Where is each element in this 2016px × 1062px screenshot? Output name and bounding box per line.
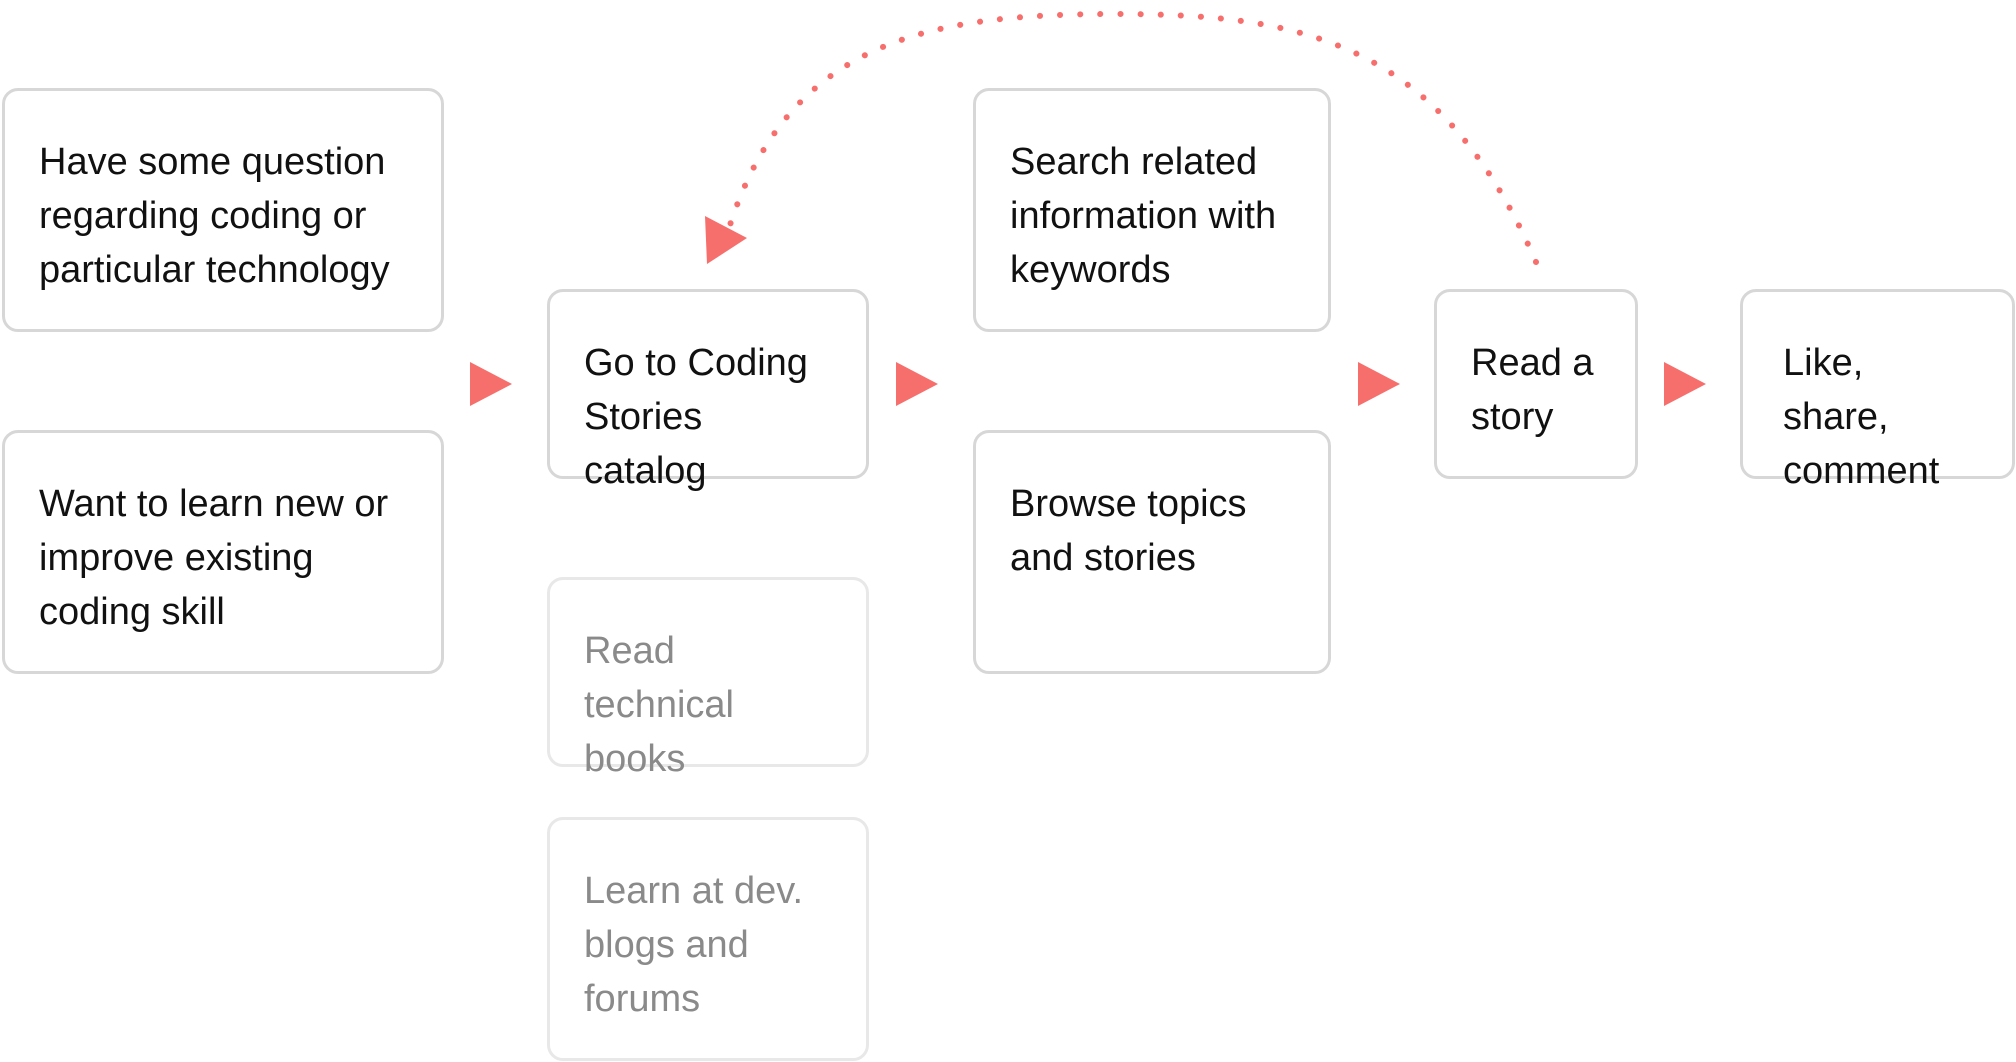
flow-arrow-1 <box>470 362 512 406</box>
node-read-a-story: Read a story <box>1434 289 1638 479</box>
node-coding-stories-catalog: Go to Coding Stories catalog <box>547 289 869 492</box>
node-read-technical-books: Read technical books <box>547 577 869 780</box>
flow-arrow-3 <box>1358 362 1400 406</box>
node-read-technical-books-label: Read technical books <box>584 630 734 780</box>
node-search-keywords: Search related information with keywords <box>973 88 1331 332</box>
node-like-share-comment: Like, share, comment <box>1740 289 2015 492</box>
node-have-question-label: Have some question regarding coding or p… <box>39 141 390 291</box>
node-like-share-comment-label: Like, share, comment <box>1783 342 1940 492</box>
node-read-a-story-label: Read a story <box>1471 342 1594 438</box>
node-dev-blogs-forums: Learn at dev. blogs and forums <box>547 817 869 1061</box>
node-browse-topics: Browse topics and stories <box>973 430 1331 674</box>
node-browse-topics-label: Browse topics and stories <box>1010 483 1247 579</box>
node-want-to-learn: Want to learn new or improve existing co… <box>2 430 444 674</box>
loop-back-arrowhead <box>705 216 747 264</box>
node-have-question: Have some question regarding coding or p… <box>2 88 444 332</box>
node-search-keywords-label: Search related information with keywords <box>1010 141 1277 291</box>
node-coding-stories-catalog-label: Go to Coding Stories catalog <box>584 342 808 492</box>
flow-arrow-4 <box>1664 362 1706 406</box>
node-dev-blogs-forums-label: Learn at dev. blogs and forums <box>584 870 804 1020</box>
flow-arrow-2 <box>896 362 938 406</box>
node-want-to-learn-label: Want to learn new or improve existing co… <box>39 483 389 633</box>
loop-back-path <box>727 10 1539 265</box>
